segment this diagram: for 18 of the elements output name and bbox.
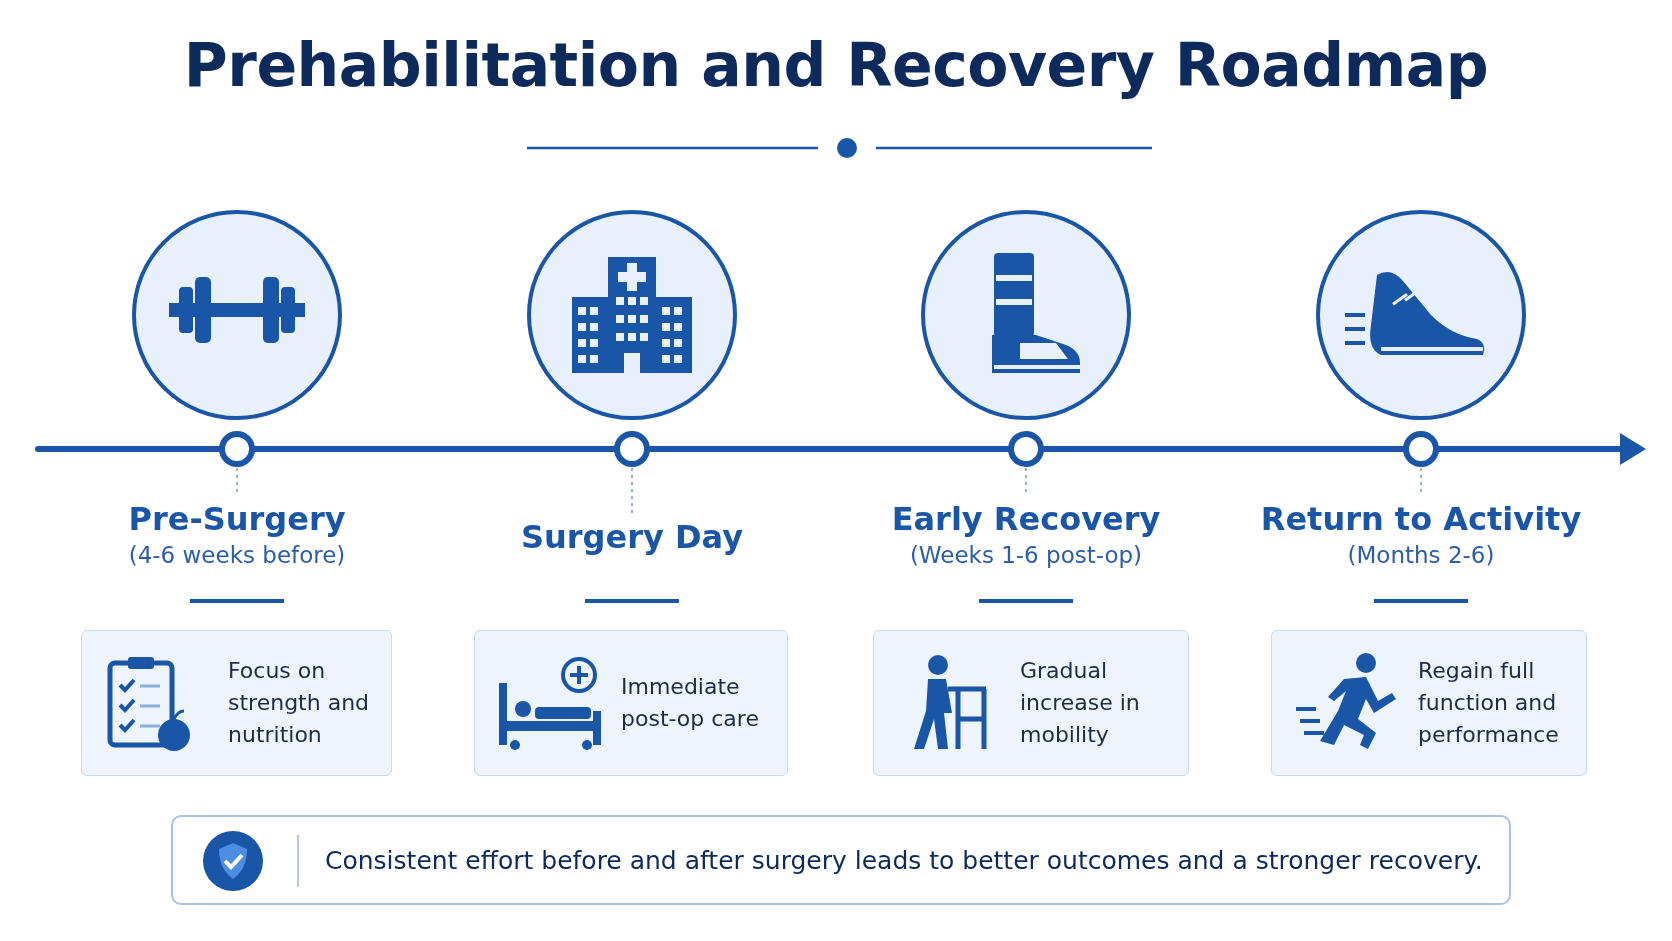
title: Prehabilitation and Recovery Roadmap xyxy=(182,30,1490,100)
phase-timeframe: (Weeks 1-6 post-op) xyxy=(908,541,1144,571)
phase-title: Early Recovery xyxy=(890,500,1162,539)
info-card xyxy=(474,630,788,776)
card-text: Focus on strength and nutrition xyxy=(228,657,371,749)
summary-box xyxy=(171,815,1511,905)
info-card xyxy=(1271,630,1587,776)
card-text: Immediate post-op care xyxy=(621,673,760,733)
summary-text: Consistent effort before and after surgery leads to better outcomes and a stronger recovery. xyxy=(325,845,1484,875)
phase-timeframe: (Months 2-6) xyxy=(1346,541,1496,571)
phase-title: Return to Activity xyxy=(1259,500,1583,539)
info-card xyxy=(81,630,392,776)
phase-title: Surgery Day xyxy=(520,518,744,557)
phase-timeframe: (4-6 weeks before) xyxy=(127,541,347,571)
card-text: Regain full function and performance xyxy=(1418,657,1560,749)
card-text: Gradual increase in mobility xyxy=(1020,657,1141,749)
phase-title: Pre-Surgery xyxy=(127,500,347,539)
info-card xyxy=(873,630,1189,776)
